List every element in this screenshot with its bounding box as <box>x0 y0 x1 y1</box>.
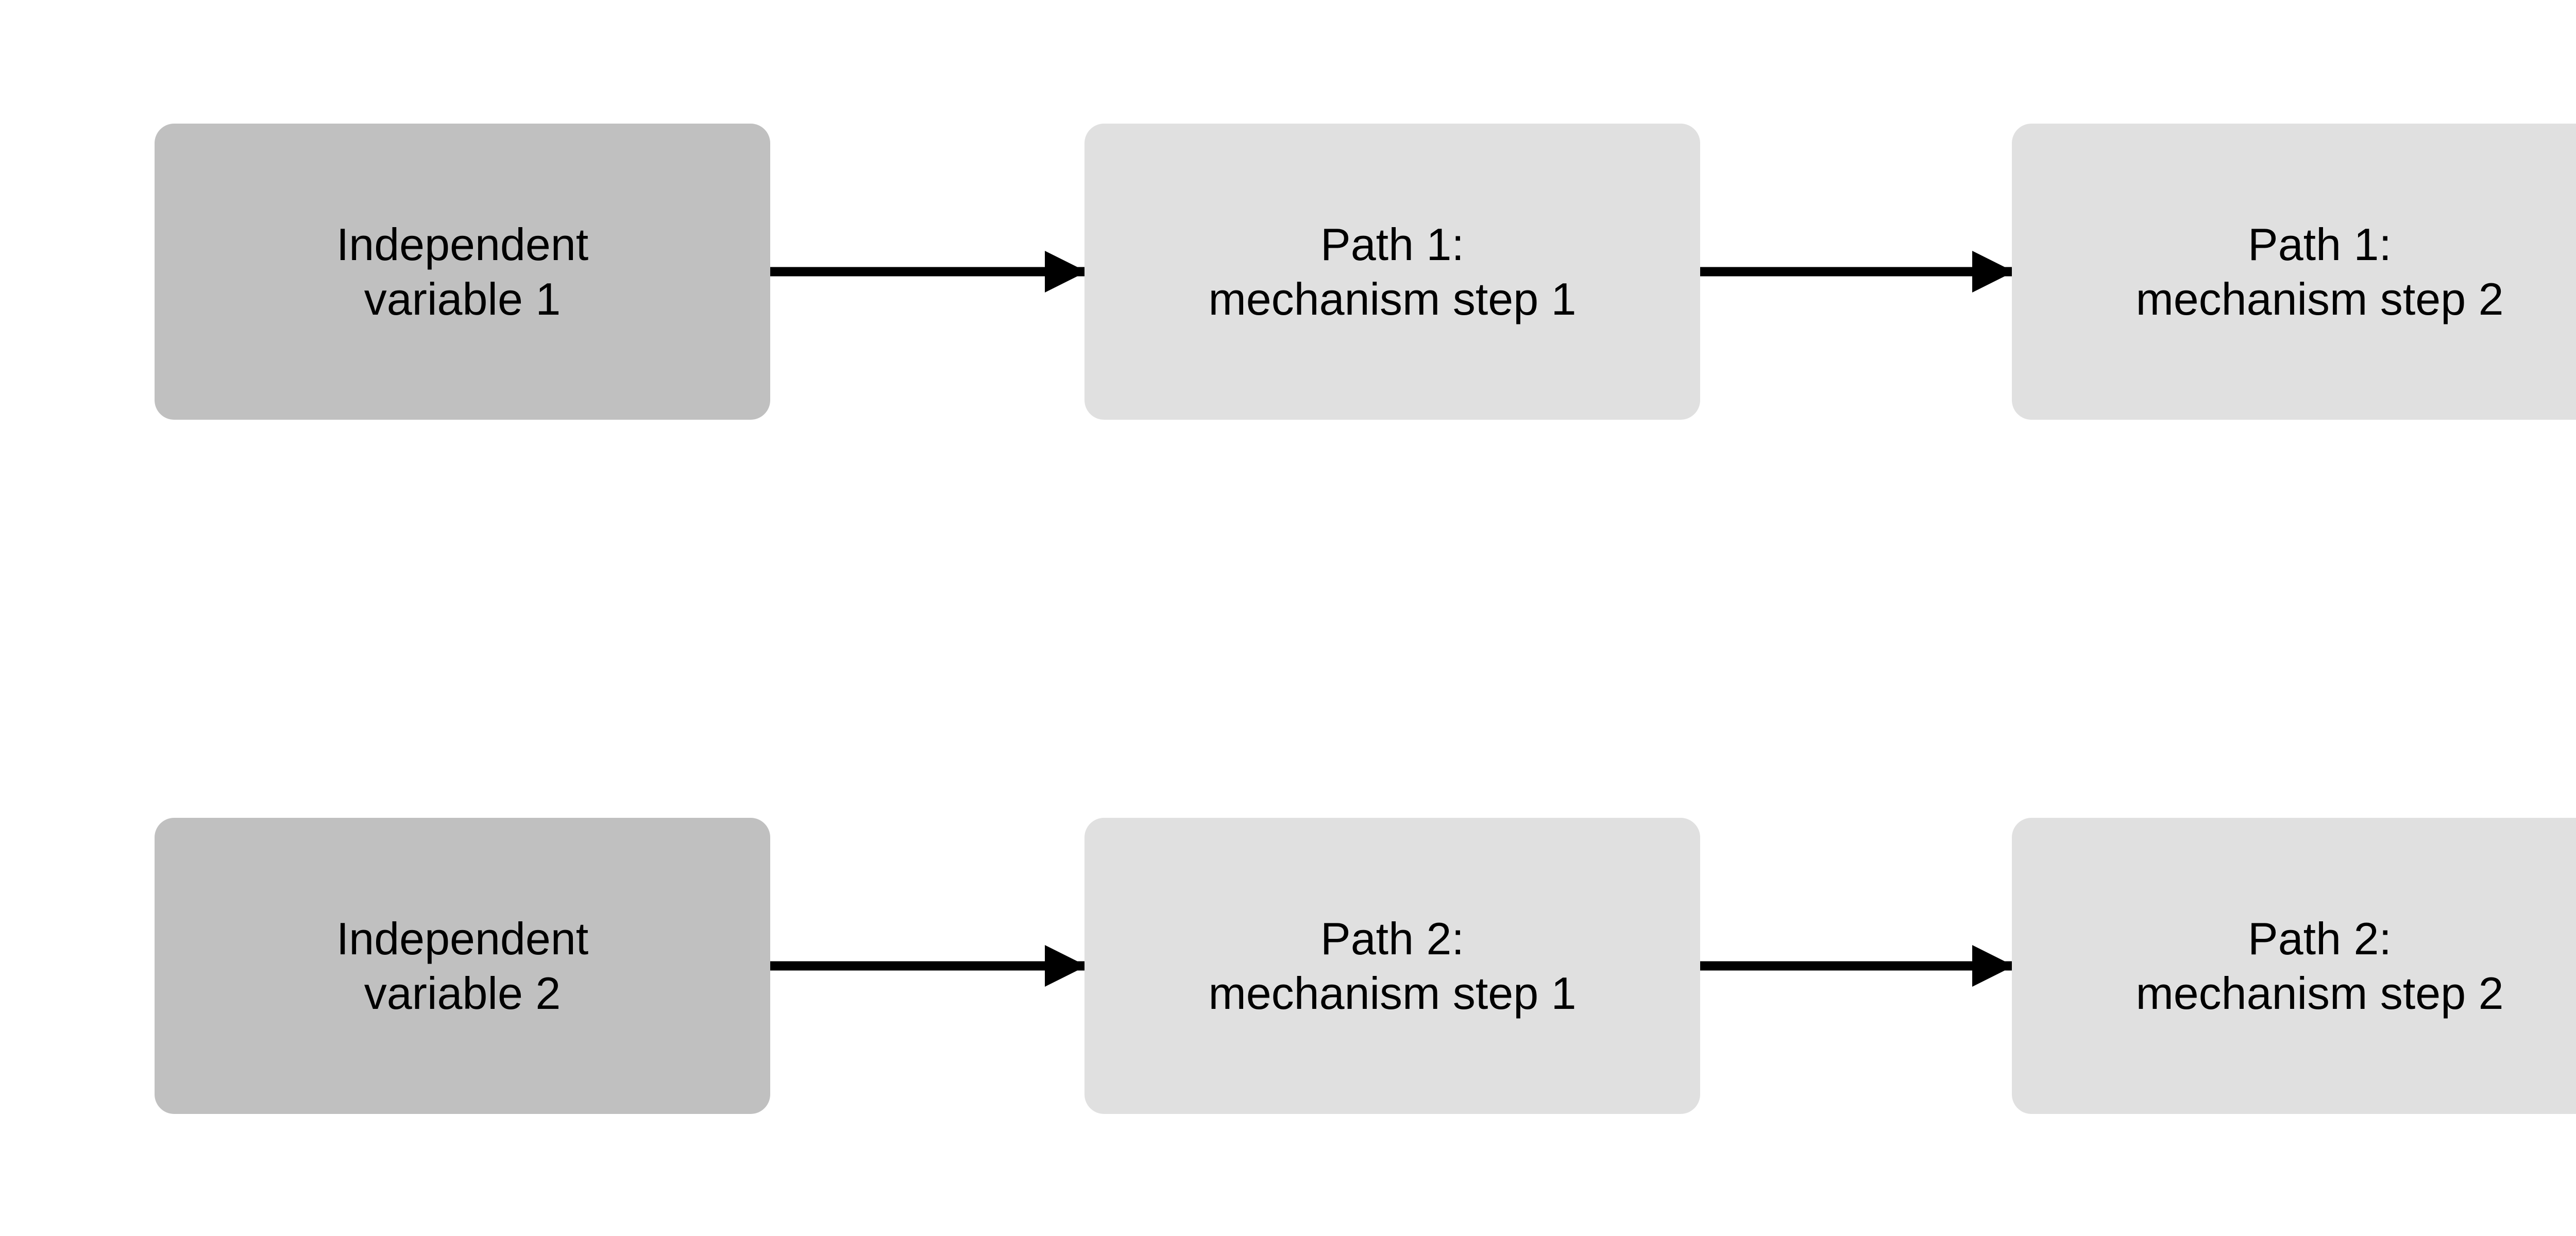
node-label-line1: Independent <box>336 913 589 964</box>
node-path2-mechanism-step-1: Path 2: mechanism step 1 <box>1084 818 1700 1114</box>
node-label-line2: mechanism step 2 <box>2136 273 2504 324</box>
node-label: Independent variable 1 <box>336 217 588 327</box>
node-label-line1: Path 2: <box>1320 913 1464 964</box>
node-label-line2: variable 2 <box>364 967 561 1019</box>
node-label: Path 2: mechanism step 1 <box>1208 912 1576 1021</box>
node-path1-mechanism-step-2: Path 1: mechanism step 2 <box>2012 124 2576 420</box>
node-label-line1: Independent <box>336 218 589 270</box>
node-independent-variable-1: Independent variable 1 <box>155 124 770 420</box>
node-label-line1: Path 1: <box>1320 218 1464 270</box>
node-label-line2: mechanism step 1 <box>1208 967 1577 1019</box>
node-label-line1: Path 2: <box>2248 913 2392 964</box>
node-label: Path 1: mechanism step 2 <box>2136 217 2503 327</box>
node-label: Independent variable 2 <box>336 912 588 1021</box>
node-independent-variable-2: Independent variable 2 <box>155 818 770 1114</box>
node-label: Path 2: mechanism step 2 <box>2136 912 2503 1021</box>
node-label-line2: variable 1 <box>364 273 561 324</box>
node-label: Path 1: mechanism step 1 <box>1208 217 1576 327</box>
node-label-line2: mechanism step 1 <box>1208 273 1577 324</box>
node-label-line2: mechanism step 2 <box>2136 967 2504 1019</box>
node-label-line1: Path 1: <box>2248 218 2392 270</box>
node-path1-mechanism-step-1: Path 1: mechanism step 1 <box>1084 124 1700 420</box>
node-path2-mechanism-step-2: Path 2: mechanism step 2 <box>2012 818 2576 1114</box>
